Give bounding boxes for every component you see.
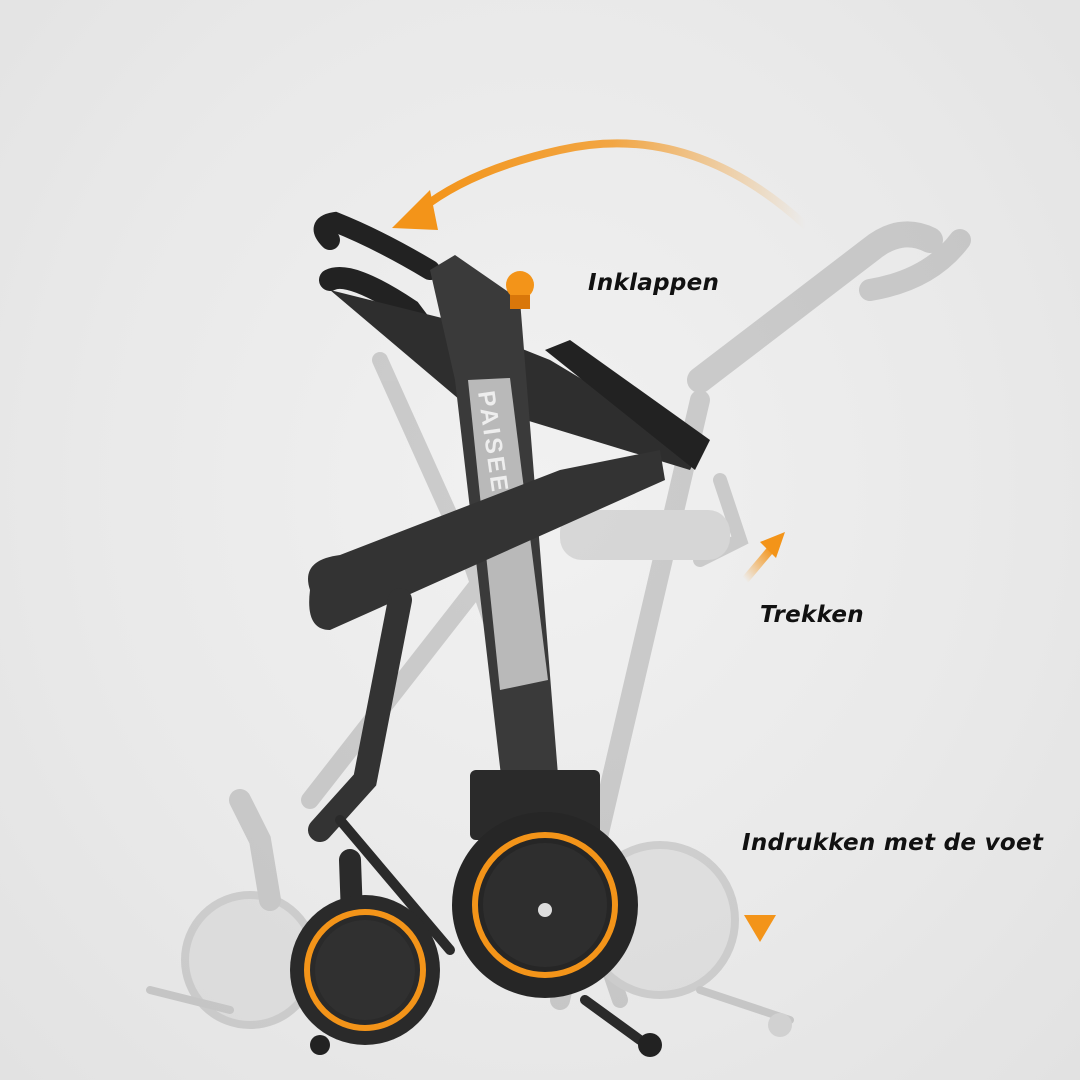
- press-down-arrow-icon: [744, 880, 776, 942]
- fold-release-button: [506, 271, 534, 299]
- press-with-foot-label: Indrukken met de voet: [742, 830, 1044, 856]
- fold-arrow-icon: [392, 139, 809, 230]
- fold-label: Inklappen: [588, 270, 720, 296]
- pull-arrow-icon: [741, 532, 785, 583]
- folded-rollator: PAISEEC: [290, 211, 710, 1057]
- pull-label: Trekken: [760, 602, 864, 628]
